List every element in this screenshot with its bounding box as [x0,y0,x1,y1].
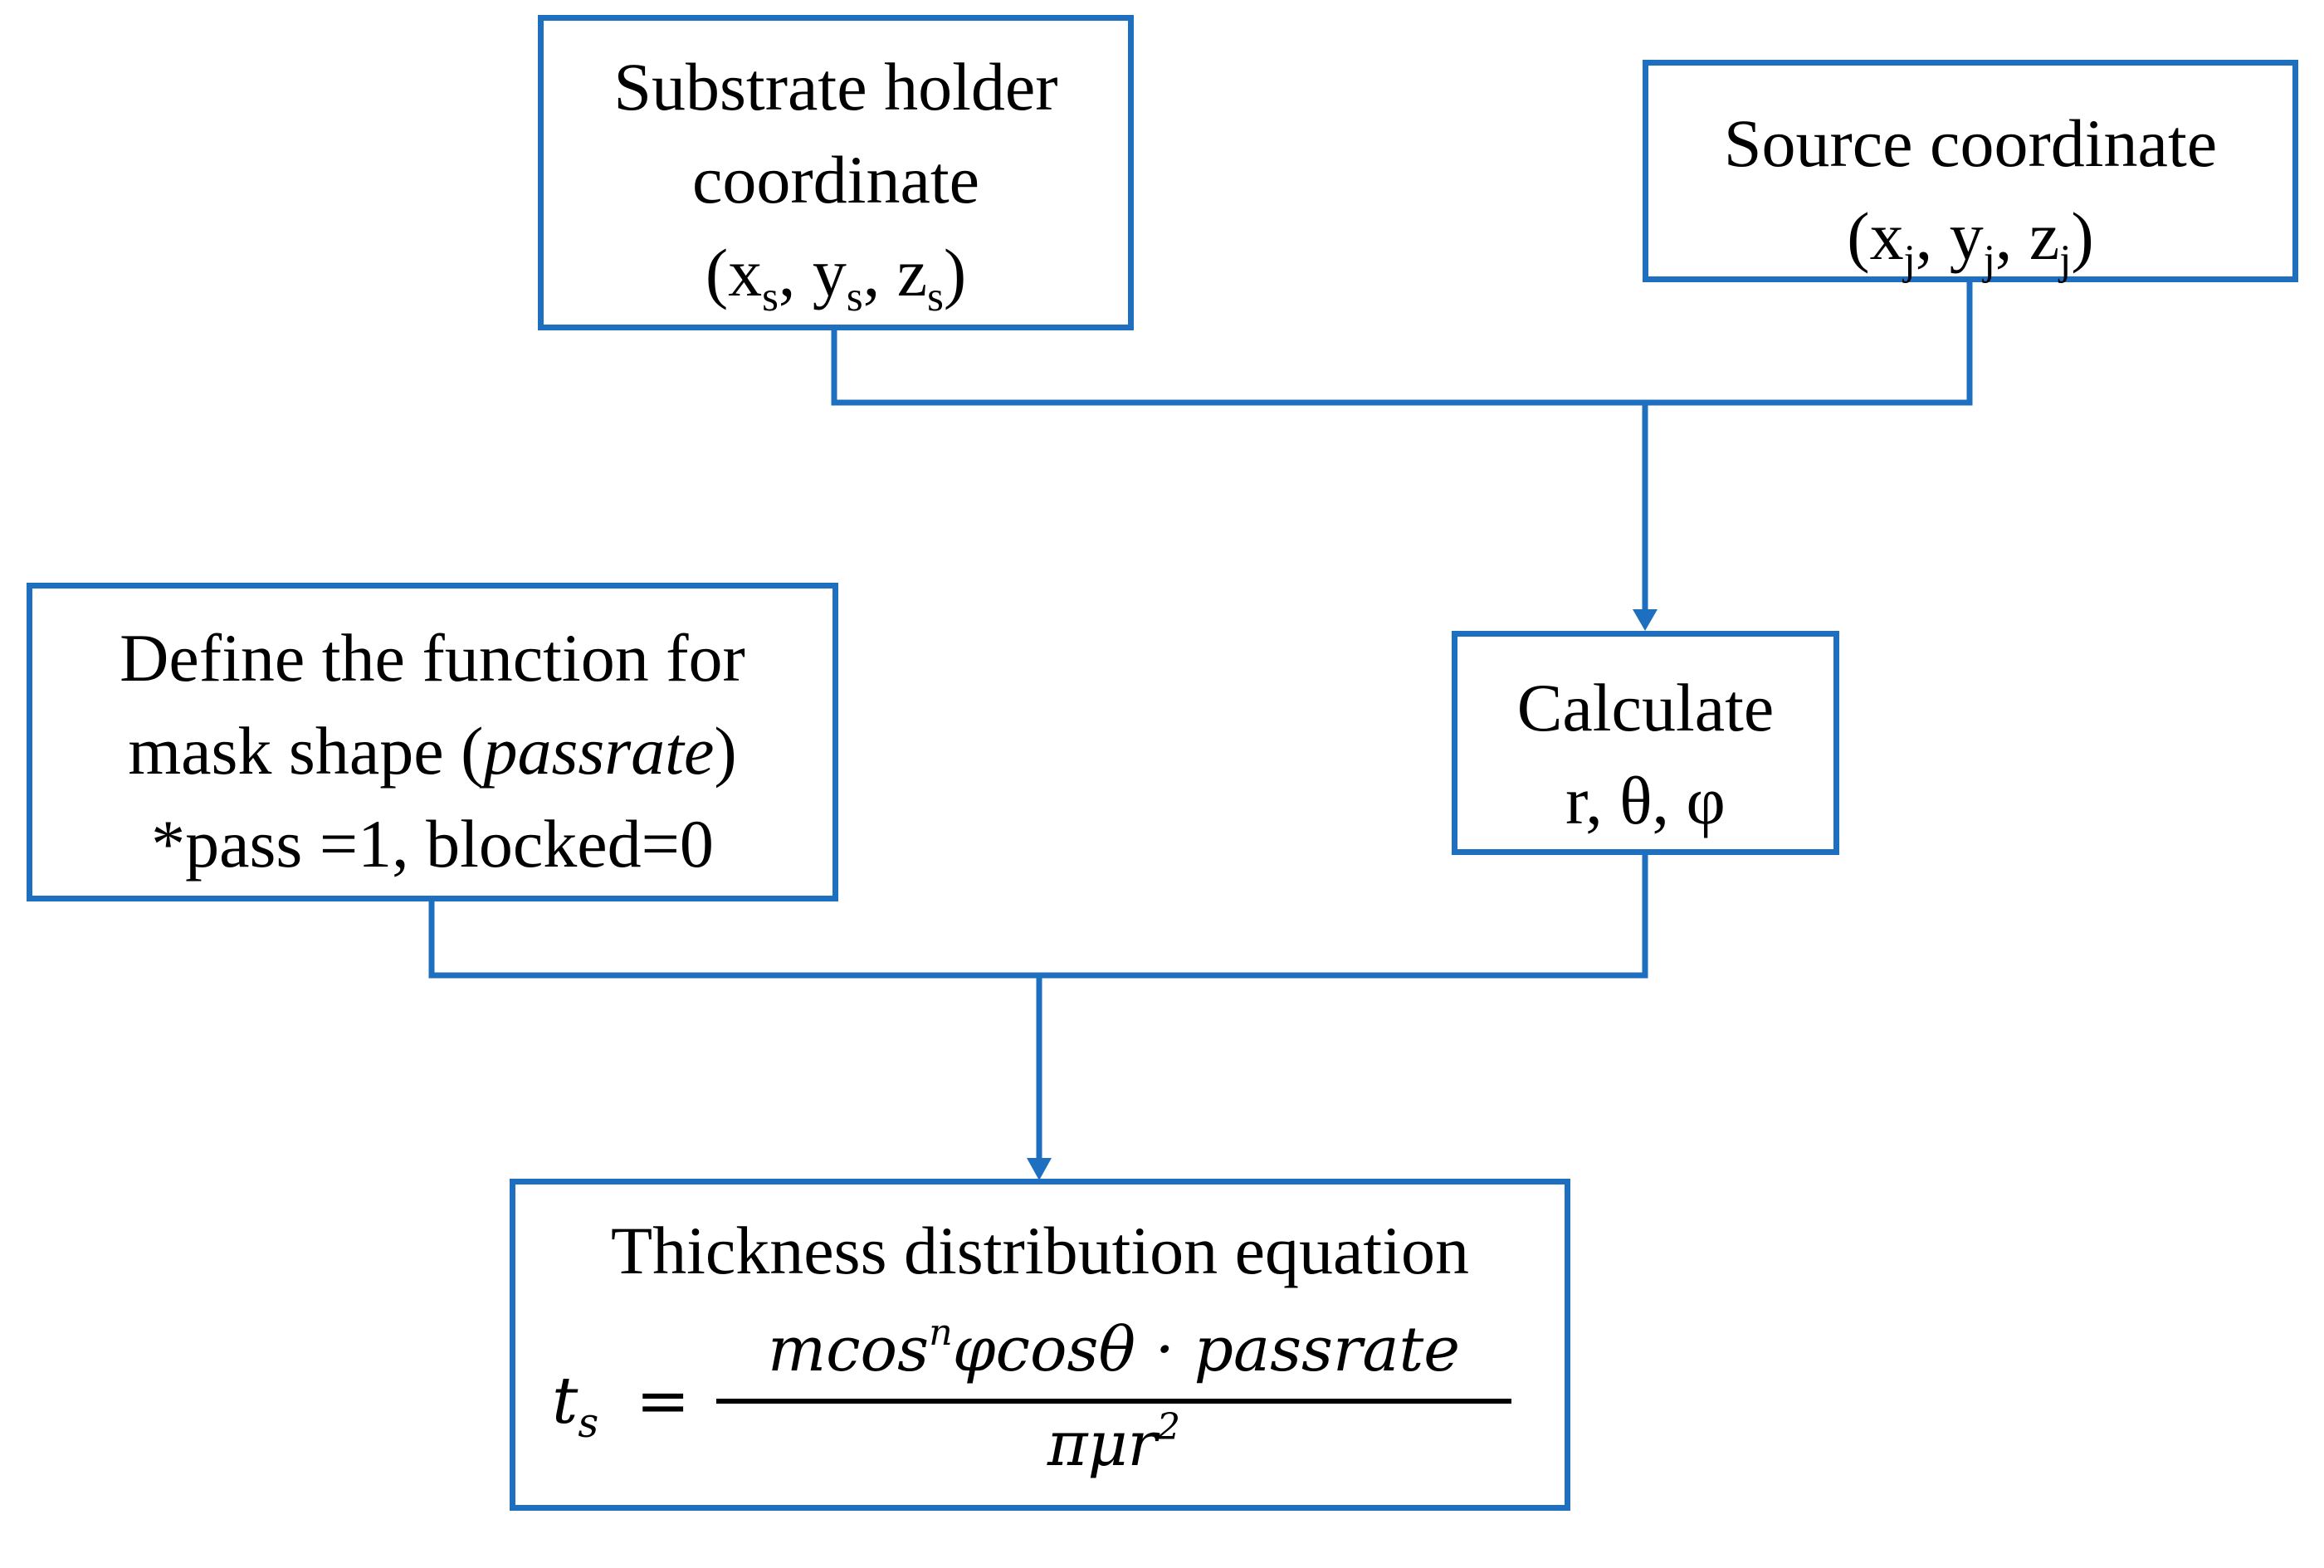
formula-equals: = [635,1364,691,1439]
fraction-bar [716,1399,1511,1404]
substrate-coordinate-box: Substrate holder coordinate (xs, ys, zs) [538,15,1134,330]
thickness-equation-box: Thickness distribution equation ts = mco… [510,1179,1570,1511]
calculate-title: Calculate [1516,670,1775,745]
substrate-title-line1: Substrate holder [613,49,1058,125]
formula-fraction: mcosnφcosθ · passrate πμr2 [716,1309,1511,1492]
thickness-title: Thickness distribution equation [611,1213,1469,1288]
mask-line2: mask shape (passrate) [128,713,737,789]
mask-line3: *pass =1, blocked=0 [151,806,714,882]
substrate-title-line2: coordinate [691,142,980,217]
formula-denominator: πμr2 [1047,1405,1181,1480]
formula-lhs: ts = [552,1364,691,1447]
calculate-variables: r, θ, φ [1565,763,1726,838]
arrowhead-to-calculate [1633,609,1658,631]
source-coordinate-box: Source coordinate (xj, yj, zj) [1643,60,2298,282]
source-title: Source coordinate [1723,105,2218,181]
substrate-variables: (xs, ys, zs) [705,235,967,320]
thickness-formula: ts = mcosnφcosθ · passrate πμr2 [552,1309,1531,1492]
calculate-box: Calculate r, θ, φ [1452,631,1839,855]
connector-top [831,282,1973,406]
source-variables: (xj, yj, zj) [1847,198,2094,283]
mask-function-box: Define the function for mask shape (pass… [27,583,838,901]
arrowhead-to-thickness [1027,1158,1052,1180]
mask-line1: Define the function for [120,620,745,696]
formula-numerator: mcosnφcosθ · passrate [767,1311,1461,1385]
